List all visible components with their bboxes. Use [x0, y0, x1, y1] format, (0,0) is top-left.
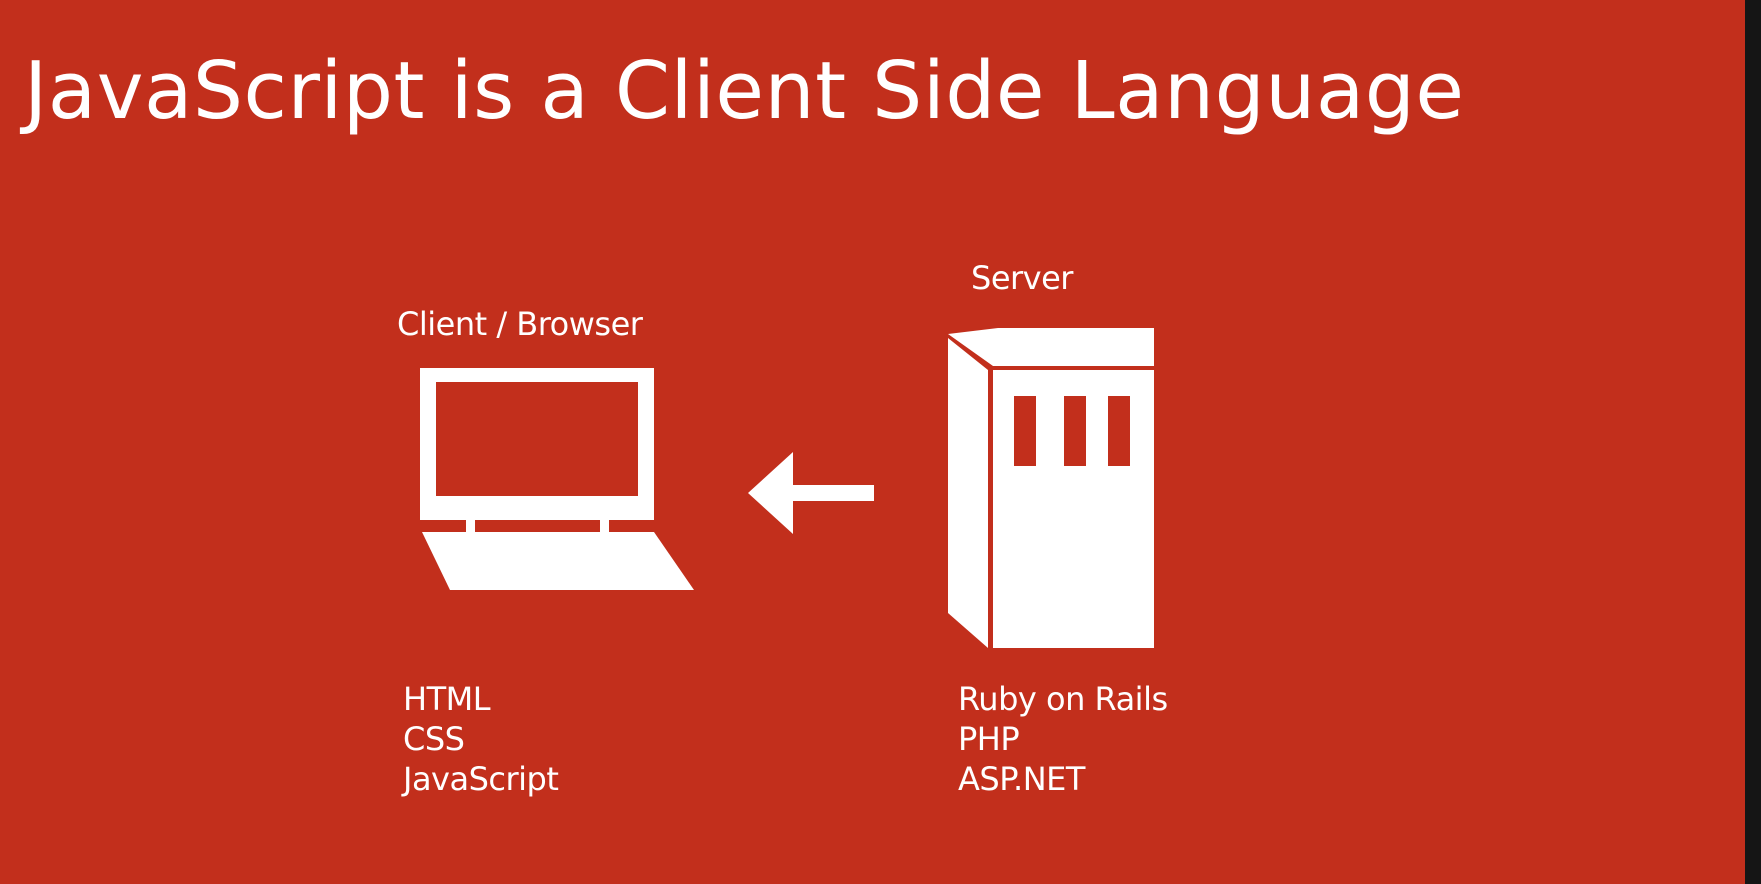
- client-technology-item: CSS: [403, 720, 465, 758]
- right-edge-border: [1745, 0, 1761, 884]
- client-technology-item: HTML: [403, 680, 491, 718]
- server-technology-item: Ruby on Rails: [958, 680, 1168, 718]
- server-label: Server: [971, 259, 1073, 297]
- arrow-left-icon: [748, 452, 874, 534]
- client-technology-list: HTML CSS JavaScript: [403, 679, 559, 799]
- server-technology-item: ASP.NET: [958, 760, 1085, 798]
- server-technology-item: PHP: [958, 720, 1020, 758]
- client-label: Client / Browser: [397, 305, 643, 343]
- server-technology-list: Ruby on Rails PHP ASP.NET: [958, 679, 1168, 799]
- server-icon: [948, 328, 1154, 648]
- client-technology-item: JavaScript: [403, 760, 559, 798]
- slide-title: JavaScript is a Client Side Language: [24, 45, 1465, 137]
- laptop-icon: [420, 368, 694, 590]
